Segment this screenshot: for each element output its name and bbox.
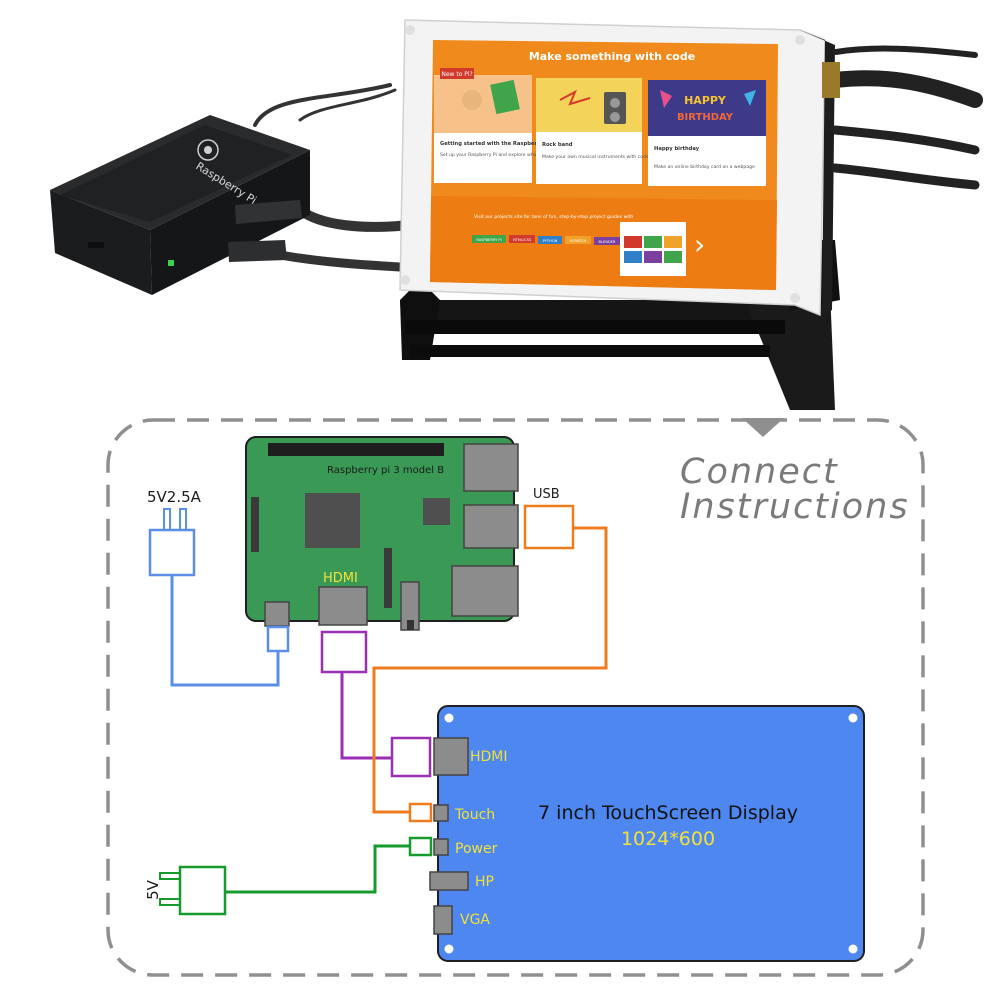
screen-banner-title: Make something with code [529,50,695,63]
adapter-prong [163,508,171,532]
display-screen: Make something with code New to Pi? Gett… [430,40,778,290]
connection-diagram: Connect Instructions Raspberry pi 3 mode… [106,418,925,977]
adapter-prong [179,508,187,532]
board-label: Raspberry pi 3 model B [327,465,444,476]
screen-card-desc: Make an online birthday card on a webpag… [654,164,755,170]
pi-case-port [88,242,104,248]
port-label-vga: VGA [460,912,490,928]
diagram-frame [106,418,925,977]
screen-card-desc: Make your own musical instruments with c… [542,154,665,160]
screen-tag: PYTHON [543,239,558,243]
usb-plug [523,504,575,550]
raspberry-pi-logo-icon [197,139,219,161]
screen-tag: RASPBERRY PI [476,238,501,242]
pi-usb-plugs [228,200,302,262]
screen-footer-text: Visit our projects site for tons of fun,… [474,214,633,220]
wires [170,526,608,894]
board-display-connector [251,497,259,552]
power-adapter-icon [178,865,227,916]
raspberry-pi-board: Raspberry pi 3 model B HDMI [245,436,519,631]
board-camera-connector [384,548,392,608]
mount-hole-icon [848,713,858,723]
screen-tag: BLENDER [599,240,616,244]
display-vga-port [433,905,453,935]
screen-thumbnail-grid [620,222,686,276]
board-usb-port [451,565,519,617]
display-power-port [433,838,449,856]
port-label-hp: HP [475,874,494,890]
port-label-touch: Touch [454,807,495,823]
port-label-hdmi: HDMI [470,749,508,765]
board-micro-usb-port [264,601,290,627]
power-adapter-icon [148,528,196,577]
screen-birthday-line2: BIRTHDAY [677,112,734,123]
screen-tag: HTML/CSS [513,238,532,242]
board-hdmi-port [318,586,368,626]
display-power-wire [225,844,410,894]
mount-hole-icon [444,944,454,954]
display-hdmi-port [433,737,469,776]
screen-card-title: Rock band [542,142,573,148]
adapter-bottom-label: 5V [144,879,162,900]
diagram-title-line2: Instructions [680,487,910,527]
pi-case-led-icon [168,260,174,266]
screen-card: Rock band Make your own musical instrume… [536,78,665,184]
screen-card-desc: Set up your Raspberry Pi and explore wha… [440,152,560,158]
mount-hole-icon [848,944,858,954]
screen-card: New to Pi? Getting started with the Rasp… [434,68,560,183]
touchscreen-display: HDMI Touch Power HP VGA 7 inch TouchScre… [429,705,865,962]
adapter-prong [159,898,183,906]
diagram-title-line1: Connect [680,452,839,492]
board-ethernet-port [463,443,519,492]
screen-next-arrow-icon: › [694,228,705,261]
adapter-prong [159,872,183,880]
display-resolution: 1024*600 [621,828,715,850]
adapter-top-label: 5V2.5A [147,488,202,506]
display-power-plug [408,836,433,857]
micro-usb-plug [266,625,290,653]
usb-wire [372,526,608,814]
screen-card-title: Getting started with the Raspberry Pi [440,141,551,147]
hdmi-wire [340,672,392,760]
display-title: 7 inch TouchScreen Display [538,802,798,824]
power-adapter-top: 5V2.5A [147,488,202,577]
hdmi-plug [320,630,368,674]
board-cpu [305,493,360,548]
mount-hole-icon [444,713,454,723]
raspberry-pi-case: Raspberry Pi [50,115,310,295]
product-photo: Raspberry Pi [50,19,983,410]
display-touch-plug [408,802,433,823]
board-chip [423,498,450,525]
port-label-power: Power [455,841,498,857]
screen-tag: SCRATCH [570,239,587,243]
display-hdmi-plug [390,736,432,778]
board-audio-jack-inner [407,620,414,630]
power-wire [170,575,280,687]
gpio-header [268,443,444,456]
pointer-triangle-icon [742,418,784,437]
board-hdmi-label: HDMI [323,571,358,586]
screen-badge: New to Pi? [441,71,472,78]
usb-label: USB [533,487,560,502]
screen-tags: RASPBERRY PI HTML/CSS PYTHON SCRATCH BLE… [472,235,620,245]
board-usb-port [463,504,519,549]
screen-card: HAPPY BIRTHDAY Happy birthday Make an on… [648,80,766,186]
power-adapter-bottom: 5V [144,865,227,916]
screen-birthday-line1: HAPPY [684,94,727,107]
display-cables [822,45,983,190]
display-touch-port [433,804,449,822]
display-hp-port [429,871,469,891]
screen-card-title: Happy birthday [654,146,700,152]
